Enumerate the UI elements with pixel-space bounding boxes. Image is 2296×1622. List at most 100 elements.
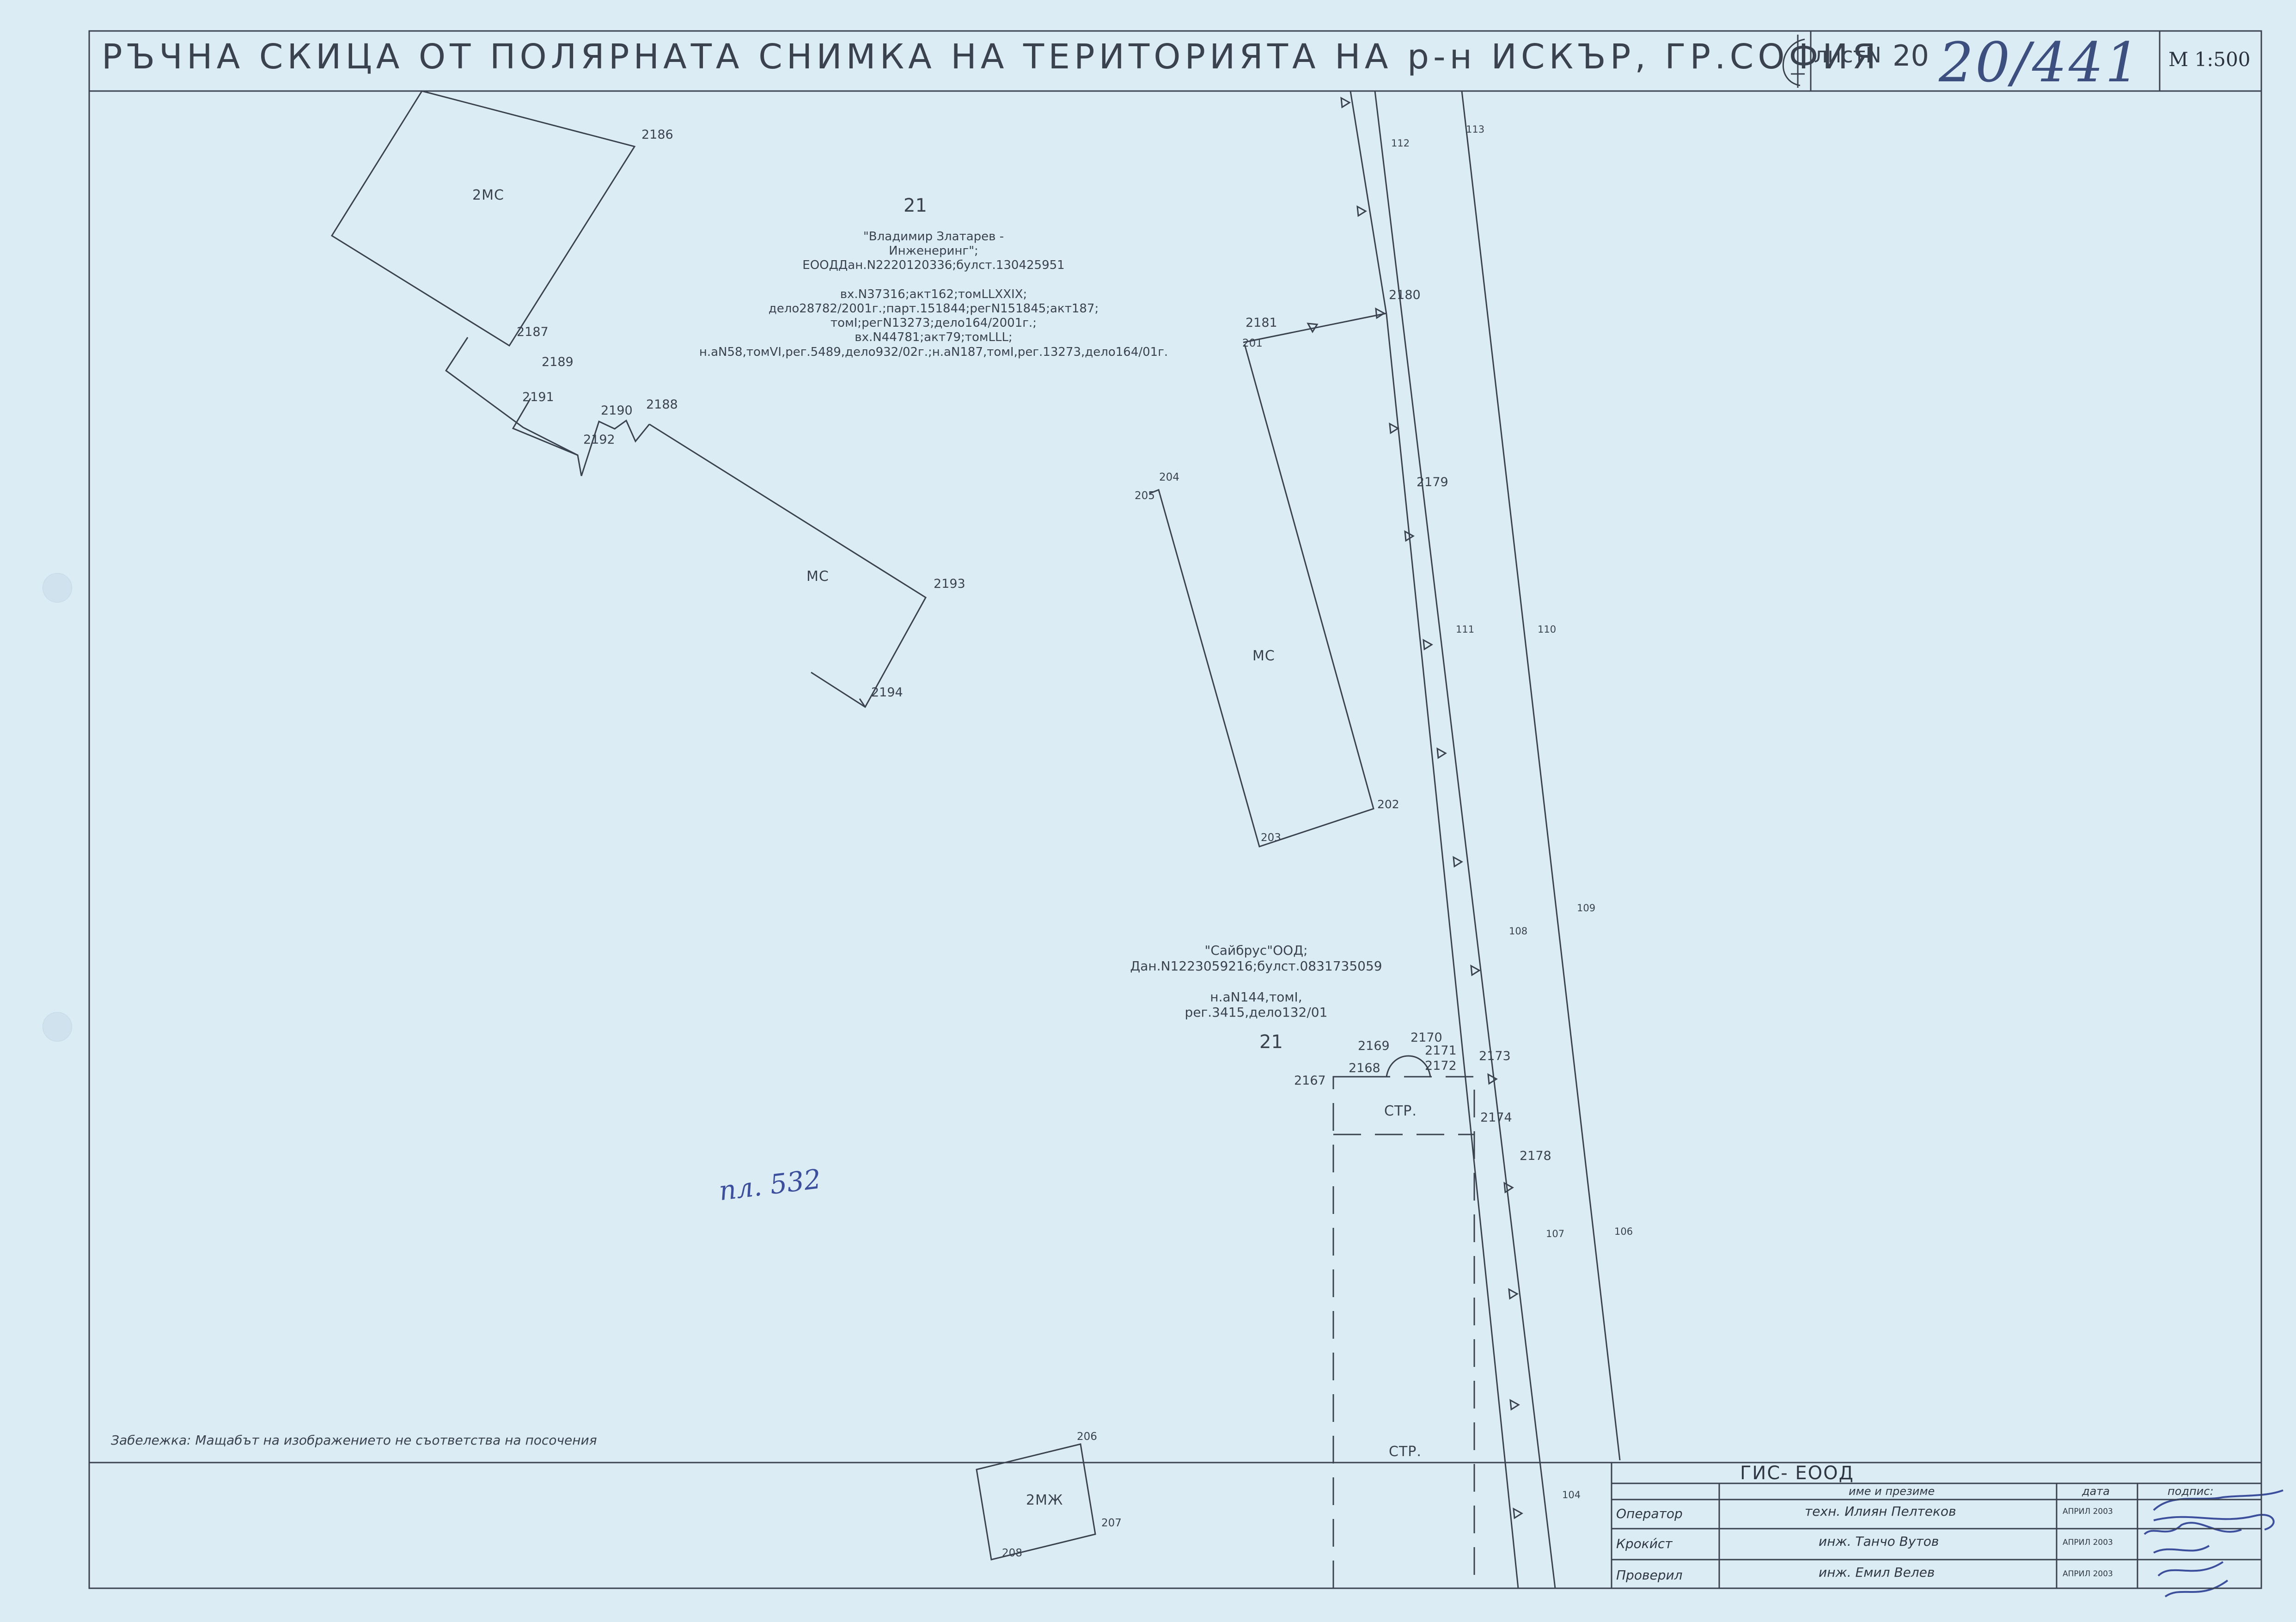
point-label-2180: 2180 [1389, 288, 1421, 302]
title-block-role-checked: Проверил [1616, 1567, 1683, 1583]
sheet-title: РЪЧНА СКИЦА ОТ ПОЛЯРНАТА СНИМКА НА ТЕРИТ… [102, 37, 1881, 77]
scale-footnote: Забележка: Мащабът на изображението не с… [111, 1433, 597, 1448]
point-label-2179: 2179 [1417, 475, 1448, 489]
sheet-number-handwritten: 20/441 [1939, 30, 2142, 94]
point-label-2191: 2191 [522, 390, 554, 404]
building-2mc-outline [330, 90, 636, 347]
road-edge-113-106 [1461, 91, 1621, 1461]
point-label-110: 110 [1538, 624, 1557, 635]
boundary-2187-2188 [445, 337, 578, 456]
point-label-208: 208 [1002, 1547, 1022, 1559]
point-label-207: 207 [1101, 1517, 1122, 1529]
title-block-role-kroki: Кроки́ст [1616, 1536, 1673, 1551]
title-block-col-sign: подпис: [2168, 1485, 2214, 1498]
building-label-2mc: 2МС [472, 187, 504, 203]
title-block-role-operator: Оператор [1616, 1506, 1683, 1521]
building-label-mc-left: МС [806, 568, 829, 585]
point-label-2192: 2192 [583, 433, 615, 447]
point-label-2189: 2189 [542, 355, 574, 369]
building-mc-outline [649, 423, 927, 708]
title-block-date-checked: АПРИЛ 2003 [2063, 1569, 2113, 1579]
sheet-number: 20 [1893, 39, 1929, 73]
building-label-str-lower: СТР. [1389, 1444, 1422, 1460]
point-label-206: 206 [1077, 1431, 1097, 1443]
point-label-109: 109 [1577, 902, 1596, 914]
point-label-2188: 2188 [646, 397, 678, 412]
owner-line [699, 273, 1168, 287]
title-block-name-operator: техн. Илиян Пелтеков [1805, 1504, 1956, 1519]
point-label-2187: 2187 [517, 325, 549, 339]
parcel-number-21-upper: 21 [904, 195, 927, 216]
boundary-2192-2188 [580, 419, 650, 476]
point-label-204: 204 [1159, 471, 1179, 483]
signature-marks [2143, 1489, 2284, 1598]
title-block-name-kroki: инж. Танчо Вутов [1819, 1534, 1939, 1549]
title-block-date-operator: АПРИЛ 2003 [2063, 1507, 2113, 1516]
point-label-108: 108 [1509, 926, 1528, 937]
parcel-owner-block-lower: "Сайбрус"ООД; Дан.N1223059216;булст.0831… [1130, 943, 1382, 1020]
point-label-2172: 2172 [1425, 1059, 1457, 1073]
owner-line: "Владимир Златарев - [863, 230, 1004, 244]
point-label-113: 113 [1466, 124, 1485, 135]
road-markers [1307, 97, 1523, 1519]
point-label-2194: 2194 [871, 685, 903, 700]
point-label-2181: 2181 [1246, 316, 1277, 330]
building-2mzh-outline [976, 1443, 1096, 1561]
owner-line: вх.N37316;акт162;томLLXXIX; [840, 287, 1027, 301]
punch-hole-upper [43, 573, 72, 603]
point-label-2178: 2178 [1520, 1149, 1551, 1163]
point-label-202: 202 [1377, 798, 1399, 811]
point-label-112: 112 [1391, 138, 1410, 149]
punch-hole-lower [43, 1012, 72, 1042]
point-label-107: 107 [1546, 1228, 1565, 1239]
point-label-111: 111 [1456, 624, 1475, 635]
title-block-company: ГИС- ЕООД [1740, 1463, 1854, 1484]
point-label-205: 205 [1135, 490, 1155, 502]
owner-line: н.аN58,томVI,рег.5489,дело932/02г.;н.аN1… [699, 345, 1168, 359]
title-block-col-name: име и презиме [1849, 1485, 1935, 1498]
title-block-date-kroki: АПРИЛ 2003 [2063, 1538, 2113, 1547]
owner-line: ЕООДДан.N2220120336;булст.130425951 [802, 258, 1065, 273]
point-label-2167: 2167 [1294, 1073, 1326, 1088]
point-label-2168: 2168 [1349, 1061, 1380, 1075]
building-label-str-upper: СТР. [1384, 1103, 1417, 1119]
point-label-104: 104 [1562, 1489, 1581, 1500]
title-block-name-checked: инж. Емил Велев [1819, 1565, 1935, 1580]
owner-line: вх.N44781;акт79;томLLL; [855, 330, 1013, 345]
building-str-dashed-outline [1332, 1076, 1475, 1588]
owner-line: Инженеринг"; [889, 244, 978, 258]
point-label-2173: 2173 [1479, 1049, 1511, 1063]
point-label-2171: 2171 [1425, 1043, 1457, 1058]
owner-line: дело28782/2001г.;парт.151844;регN151845;… [768, 301, 1099, 316]
boundary-2194-tick [859, 698, 866, 707]
point-label-203: 203 [1261, 832, 1281, 844]
building-mc-middle-outline [1149, 344, 1374, 848]
point-label-2174: 2174 [1480, 1110, 1512, 1125]
scale-label: М 1:500 [2168, 48, 2251, 71]
building-label-mc-middle: МС [1252, 648, 1275, 664]
road-edge-inner [1374, 91, 1556, 1589]
building-str-arch [1386, 1055, 1431, 1077]
sheet-logo-icon [1783, 35, 1805, 88]
point-label-2170: 2170 [1411, 1031, 1442, 1045]
sheet-label: листN [1814, 43, 1881, 67]
owner-line [1130, 974, 1382, 989]
point-label-2186: 2186 [641, 128, 673, 142]
sheet-frame [88, 30, 2262, 1589]
parcel-owner-block-upper: "Владимир Златарев - Инженеринг"; ЕООДДа… [699, 230, 1168, 360]
point-label-106: 106 [1614, 1226, 1633, 1237]
point-label-2169: 2169 [1358, 1039, 1390, 1053]
boundary-2191-2192 [512, 398, 582, 476]
point-label-2190: 2190 [601, 403, 633, 418]
building-label-2mzh: 2МЖ [1026, 1492, 1063, 1508]
title-block-grid [1611, 1462, 2262, 1589]
point-label-201: 201 [1242, 337, 1263, 349]
title-block-col-date: дата [2082, 1485, 2110, 1498]
point-label-2193: 2193 [934, 577, 965, 591]
parcel-number-21-lower: 21 [1259, 1031, 1283, 1053]
owner-line: н.аN144,томI, [1210, 989, 1302, 1005]
owner-line: Дан.N1223059216;булст.0831735059 [1130, 958, 1382, 974]
road-edge-112-104 [1350, 91, 1519, 1589]
